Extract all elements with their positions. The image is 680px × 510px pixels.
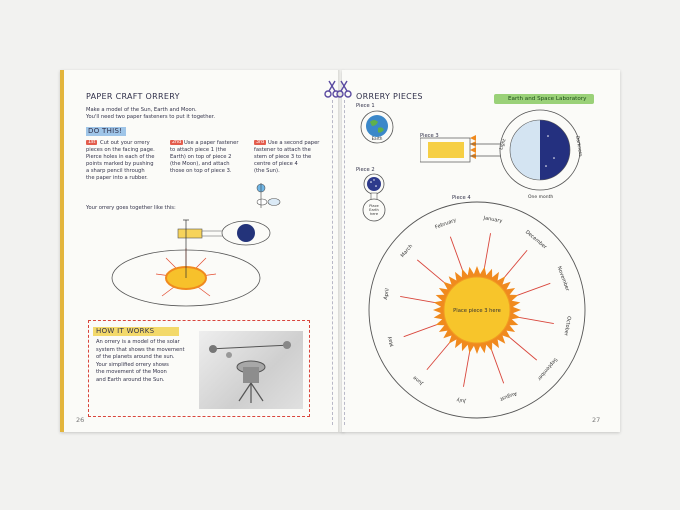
piece-1-label: Piece 1 [356, 103, 375, 109]
intro-line-1: Make a model of the Sun, Earth and Moon. [86, 107, 197, 113]
book-gutter [338, 70, 344, 432]
moon-label-2: Earth [369, 208, 379, 212]
month-spoke [514, 282, 551, 297]
step-1-line: the paper into a rubber. [86, 175, 148, 181]
month-spoke [416, 259, 447, 285]
moon-label-1: Place [369, 204, 379, 208]
step-2-line: Use a paper fastener [184, 140, 239, 146]
right-page: ORRERY PIECES Earth and Space Laboratory… [336, 70, 620, 432]
piece-4-label: Piece 4 [452, 195, 471, 201]
orrery-photo [199, 331, 303, 409]
page-title: PAPER CRAFT ORRERY [86, 92, 180, 101]
step-1-line: a sharp pencil through [86, 168, 145, 174]
month-label: May [386, 335, 395, 347]
scissors-icon [336, 80, 352, 98]
step-1-line: Cut out your orrery [100, 140, 150, 146]
orrery-photo-drawing [208, 341, 292, 403]
assembly-sketch [256, 183, 281, 208]
step-3-line: Use a second paper [268, 140, 320, 146]
assembled-orrery-illustration [111, 219, 271, 307]
month-spoke [403, 323, 440, 338]
step-1-line: points marked by pushing [86, 161, 154, 167]
how-line: Your simplified orrery shows [96, 361, 169, 368]
month-label: October [562, 316, 572, 338]
piece-3-label: Piece 3 [420, 133, 439, 139]
book-spread: PAPER CRAFT ORRERY Make a model of the S… [60, 70, 620, 432]
month-spoke [490, 347, 505, 384]
how-line: An orrery is a model of the solar [96, 339, 180, 345]
how-line: and Earth around the Sun. [96, 376, 165, 383]
month-spoke [516, 316, 554, 324]
pieces-title: ORRERY PIECES [356, 92, 423, 101]
step-2-line: to attach piece 1 (the [170, 147, 227, 153]
scissors-icon [324, 80, 340, 98]
cut-line [332, 100, 333, 425]
how-line: system that shows the movement [96, 346, 185, 353]
light-label: Light [498, 138, 508, 151]
earth-label: Earth [372, 136, 383, 141]
lab-label: Earth and Space Laboratory [494, 94, 595, 104]
step-3-line: (the Sun). [254, 168, 280, 174]
step-2-line: those on top of piece 3. [170, 168, 232, 174]
page-number-left: 26 [76, 416, 85, 424]
step-1-line: Pierce holes in each of the [86, 154, 155, 160]
piece-2-moon: Place Earth here [362, 173, 386, 222]
step-3-line: fastener to attach the [254, 147, 311, 153]
month-label: July [456, 396, 467, 404]
how-it-works-box: HOW IT WORKS An orrery is a model of the… [88, 320, 310, 417]
step-2-badge: 2nd [170, 140, 184, 145]
darkness-label: Darkness [574, 135, 584, 157]
piece-3-paddle: Light Darkness One month [420, 109, 584, 200]
piece-3-sun-rays [470, 135, 476, 159]
step-2-line: (the Moon), and attach [170, 161, 230, 167]
moon-label-3: here [370, 212, 379, 216]
month-spoke [483, 233, 491, 271]
month-spoke [507, 335, 538, 361]
page-number-right: 27 [592, 416, 601, 424]
piece-2-label: Piece 2 [356, 167, 375, 173]
one-month-label: One month [528, 194, 553, 200]
how-highlight [93, 327, 179, 336]
how-heading: HOW IT WORKS [96, 327, 155, 335]
month-spoke [463, 349, 471, 387]
month-spoke [449, 236, 464, 273]
piece-1-earth: Earth [360, 110, 394, 144]
month-spoke [502, 249, 528, 280]
step-1-badge: 1st [86, 140, 98, 145]
cut-line-right [344, 100, 345, 425]
month-label: January [482, 215, 503, 224]
left-page: PAPER CRAFT ORRERY Make a model of the S… [60, 70, 344, 432]
step-3-line: stem of piece 3 to the [254, 154, 312, 160]
do-this-heading: DO THIS! [88, 127, 123, 135]
month-label: August [499, 390, 518, 402]
month-label: April [383, 288, 391, 300]
do-this-highlight [86, 127, 126, 136]
step-1-line: pieces on the facing page. [86, 147, 155, 153]
sun-label: Place piece 3 here [453, 308, 501, 314]
sun-disc [443, 276, 511, 344]
together-text: Your orrery goes together like this: [86, 205, 176, 211]
month-spoke [426, 340, 452, 371]
month-spoke [400, 296, 438, 304]
step-2-line: Earth) on top of piece 2 [170, 154, 232, 160]
how-line: of the planets around the sun. [96, 354, 175, 360]
step-3-badge: 3rd [254, 140, 266, 145]
intro-line-2: You'll need two paper fasteners to put i… [86, 114, 215, 120]
step-3-line: centre of piece 4 [254, 161, 298, 167]
how-line: the movement of the Moon [96, 369, 167, 375]
